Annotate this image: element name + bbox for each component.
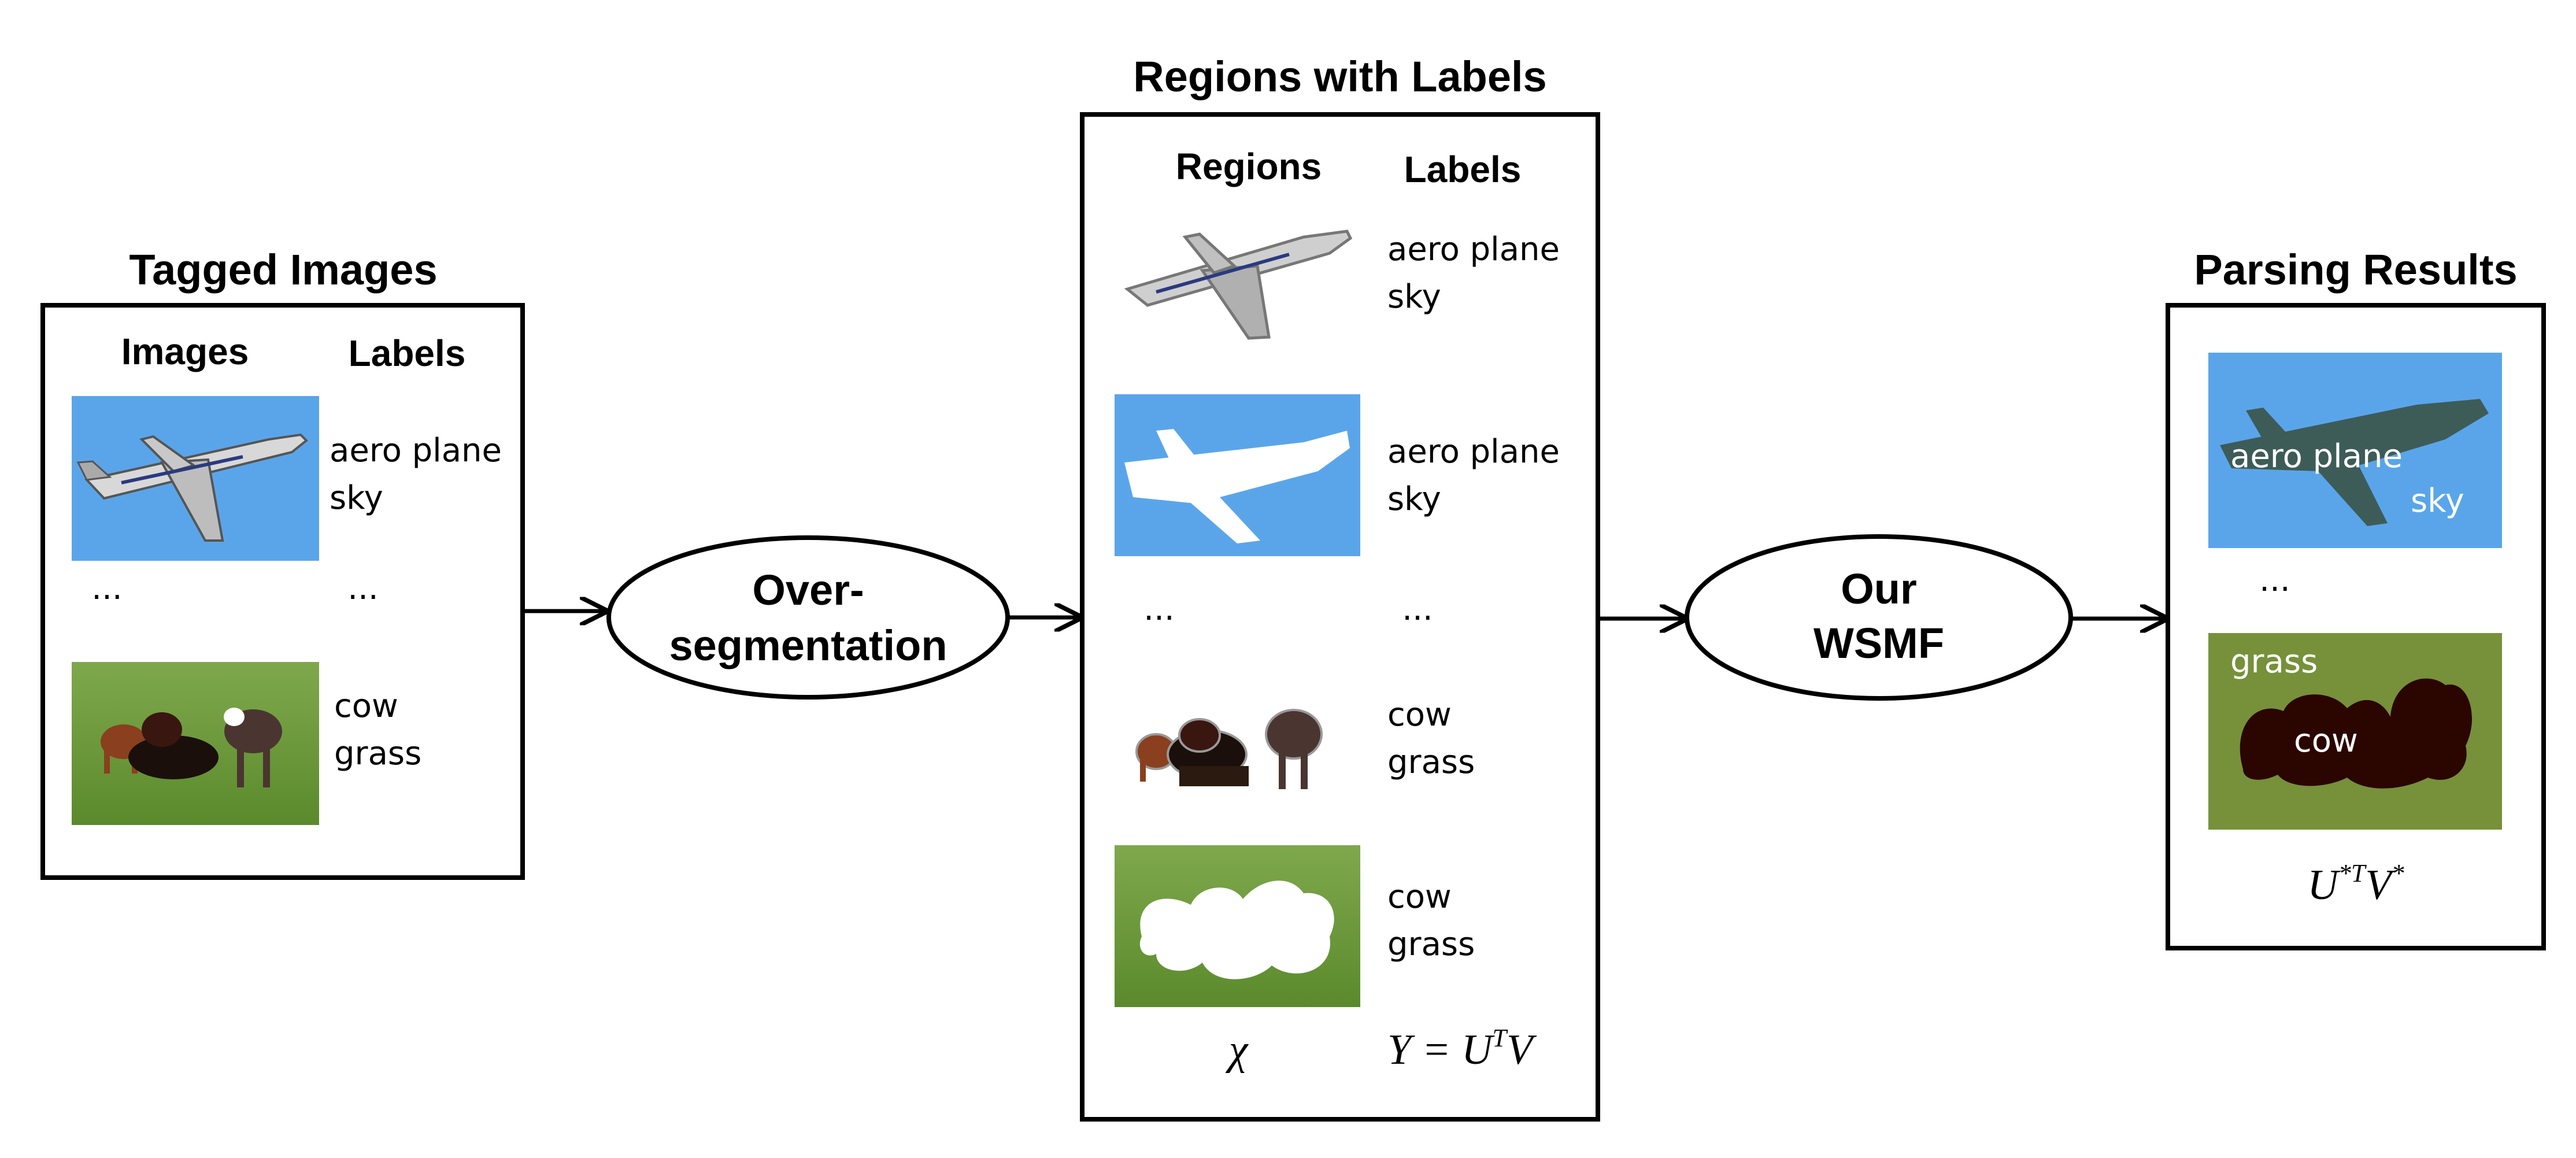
wsmf-label-line1: Our bbox=[1841, 565, 1917, 613]
parsing-ellipsis: ... bbox=[2259, 561, 2290, 599]
tagged-images-title: Tagged Images bbox=[129, 246, 437, 294]
ellipsis-labels: ... bbox=[347, 569, 378, 607]
label-matrix-formula: Y = UTV bbox=[1387, 1024, 1537, 1074]
airplane-region bbox=[1124, 230, 1353, 340]
airplane-label-line1: aero plane bbox=[330, 432, 502, 469]
regions-panel-title: Regions with Labels bbox=[1133, 53, 1546, 101]
wsmf-oval bbox=[1685, 534, 2073, 701]
oversegmentation-label-line1: Over- bbox=[752, 566, 864, 614]
airplane-parsing-result: aero plane sky bbox=[2208, 353, 2502, 548]
region2-label-line1: aero plane bbox=[1387, 433, 1560, 471]
airplane-label-line2: sky bbox=[330, 479, 383, 517]
regions-column-header: Regions bbox=[1176, 146, 1322, 187]
parsing-results-panel: Parsing Results aero plane sky ... grass… bbox=[2166, 246, 2546, 950]
cows-label-line1: cow bbox=[334, 687, 398, 725]
region-ellipsis-left: ... bbox=[1143, 590, 1174, 628]
labels-column-header: Labels bbox=[349, 332, 466, 374]
region1-label-line2: sky bbox=[1387, 278, 1441, 316]
cow-result-label: cow bbox=[2294, 722, 2358, 760]
sky-region bbox=[1115, 394, 1360, 556]
wsmf-step: Our WSMF bbox=[1685, 534, 2073, 701]
region-matrix-symbol: χ bbox=[1226, 1026, 1249, 1074]
wsmf-label-line2: WSMF bbox=[1813, 619, 1944, 667]
sky-result-label: sky bbox=[2411, 482, 2464, 520]
region3-label-line1: cow bbox=[1387, 696, 1452, 734]
parsing-results-box bbox=[2166, 303, 2546, 950]
oversegmentation-oval bbox=[606, 535, 1010, 700]
region3-label-line2: grass bbox=[1387, 743, 1475, 781]
region4-label-line2: grass bbox=[1387, 926, 1475, 963]
cows-photo bbox=[72, 662, 319, 825]
parsing-formula: U*TV* bbox=[2307, 859, 2404, 909]
oversegmentation-step: Over- segmentation bbox=[606, 535, 1010, 700]
cows-region bbox=[1135, 709, 1323, 789]
region4-label-line1: cow bbox=[1387, 878, 1452, 916]
images-column-header: Images bbox=[121, 331, 249, 372]
parsing-results-title: Parsing Results bbox=[2194, 246, 2517, 294]
airplane-result-label: aero plane bbox=[2230, 438, 2403, 475]
grass-region bbox=[1115, 845, 1360, 1007]
cows-parsing-result: grass cow bbox=[2208, 633, 2502, 830]
grass-result-label: grass bbox=[2230, 643, 2318, 680]
airplane-photo bbox=[72, 396, 319, 561]
region-labels-column-header: Labels bbox=[1404, 149, 1522, 190]
region2-label-line2: sky bbox=[1387, 480, 1441, 518]
tagged-images-panel: Tagged Images Images Labels aero plane s… bbox=[40, 246, 525, 880]
cows-label-line2: grass bbox=[334, 735, 421, 772]
oversegmentation-label-line2: segmentation bbox=[669, 621, 947, 669]
ellipsis-images: ... bbox=[91, 569, 122, 607]
region-ellipsis-right: ... bbox=[1402, 590, 1433, 628]
tagged-images-box bbox=[40, 303, 525, 880]
regions-panel: Regions with Labels Regions Labels aero … bbox=[1080, 53, 1600, 1122]
region1-label-line1: aero plane bbox=[1387, 231, 1560, 268]
